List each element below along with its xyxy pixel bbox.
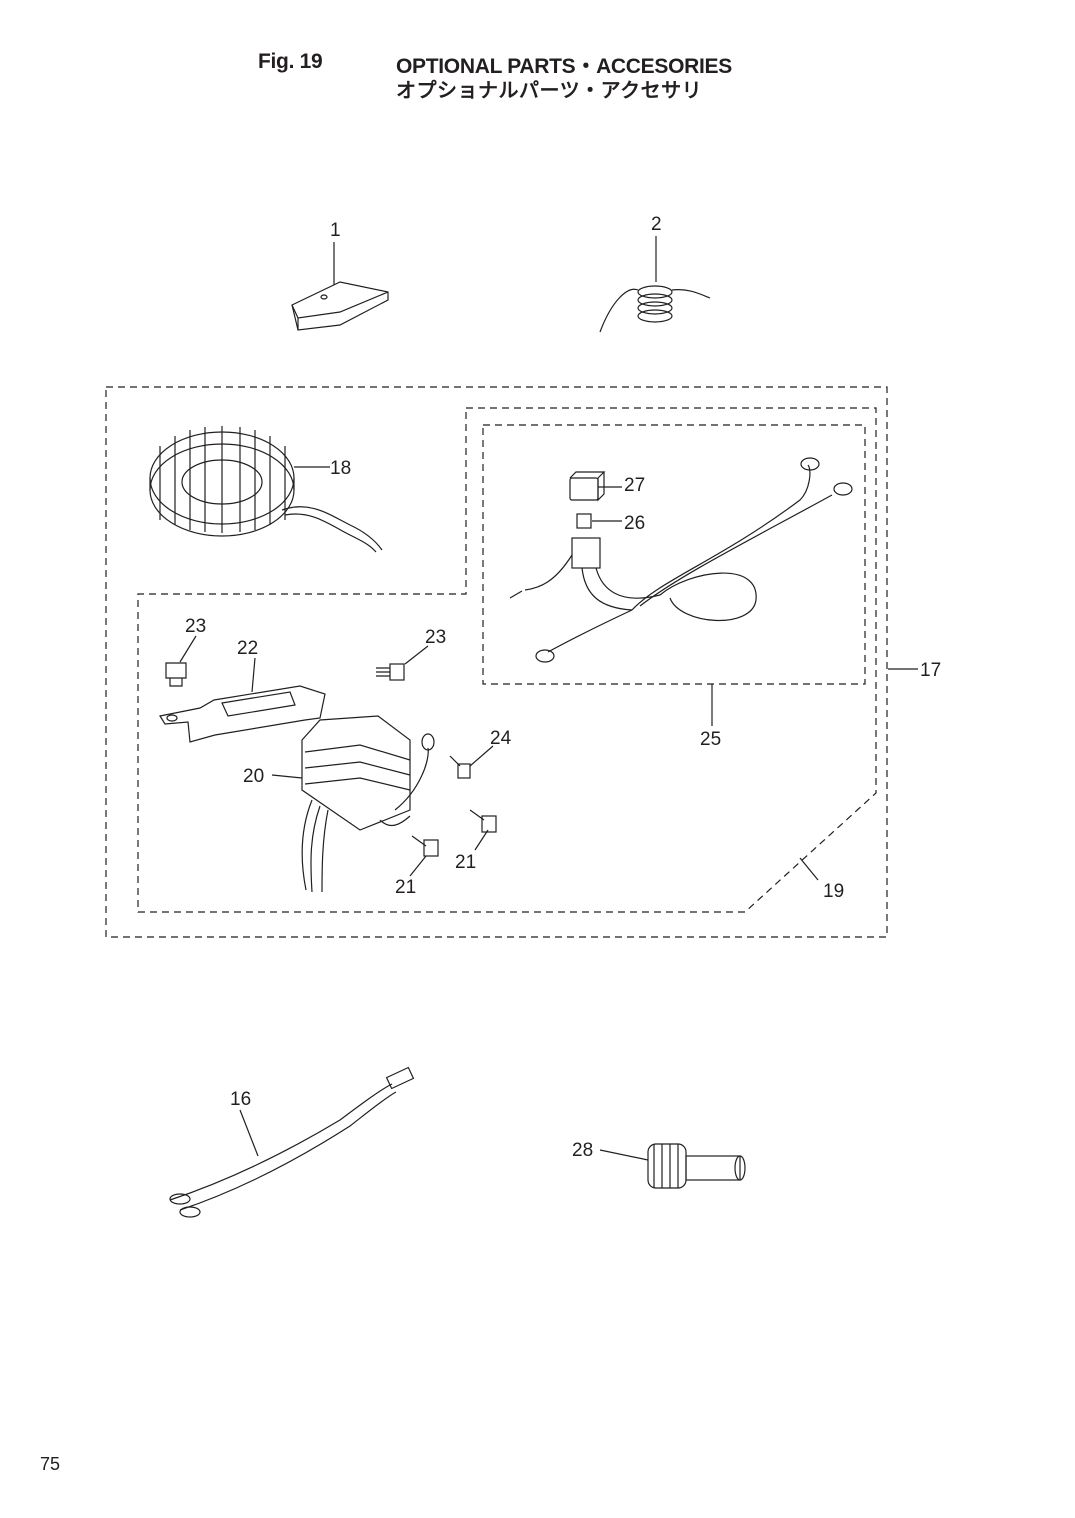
- part-18-stator: [149, 426, 383, 553]
- callout-1: 1: [330, 220, 341, 241]
- callout-25: 25: [700, 729, 721, 750]
- callout-20: 20: [243, 766, 264, 787]
- part-25-harness: [509, 457, 853, 663]
- callout-26: 26: [624, 513, 645, 534]
- leader-16: [239, 1109, 259, 1157]
- callout-27: 27: [624, 475, 645, 496]
- leader-20: [271, 774, 303, 779]
- leader-23a: [179, 635, 197, 663]
- group-box-19: [137, 407, 877, 913]
- callout-21-right: 21: [455, 852, 476, 873]
- callout-21-left: 21: [395, 877, 416, 898]
- leader-21b: [474, 829, 489, 851]
- leader-21a: [409, 855, 427, 877]
- group-box-25: [482, 424, 866, 685]
- callout-23-left: 23: [185, 616, 206, 637]
- figure-title-jp: オプショナルパーツ・アクセサリ: [396, 80, 703, 102]
- page-number: 75: [40, 1454, 61, 1474]
- part-20-regulator: [301, 715, 435, 893]
- callout-19: 19: [823, 881, 844, 902]
- callout-24: 24: [490, 728, 512, 749]
- callout-18: 18: [330, 458, 351, 479]
- callout-22: 22: [237, 638, 258, 659]
- part-26-fuse: [576, 513, 592, 529]
- part-22-bracket: [159, 685, 326, 743]
- leader-19: [799, 857, 819, 881]
- callout-16: 16: [230, 1089, 251, 1110]
- part-23-bolt-a: [165, 662, 187, 687]
- part-21-bolt-a: [411, 835, 439, 857]
- part-21-bolt-b: [469, 809, 497, 833]
- part-28-hose-fitting: [647, 1143, 746, 1189]
- leader-22: [251, 657, 256, 693]
- part-23-bolt-b: [376, 663, 405, 681]
- figure-title-en: OPTIONAL PARTS・ACCESORIES: [396, 55, 732, 78]
- callout-17: 17: [920, 660, 941, 681]
- part-1-cover: [291, 281, 389, 331]
- part-24-bolt: [449, 755, 471, 779]
- figure-number: Fig. 19: [258, 50, 323, 73]
- part-16-cable: [169, 1066, 415, 1218]
- callout-2: 2: [651, 214, 662, 235]
- callout-28: 28: [572, 1140, 593, 1161]
- leader-24: [469, 745, 494, 767]
- part-2-wire-coil: [599, 285, 711, 333]
- group-box-17: [105, 386, 888, 938]
- part-27-relay: [569, 471, 606, 502]
- leader-28: [599, 1149, 649, 1161]
- callout-23-right: 23: [425, 627, 446, 648]
- leader-23b: [404, 645, 429, 665]
